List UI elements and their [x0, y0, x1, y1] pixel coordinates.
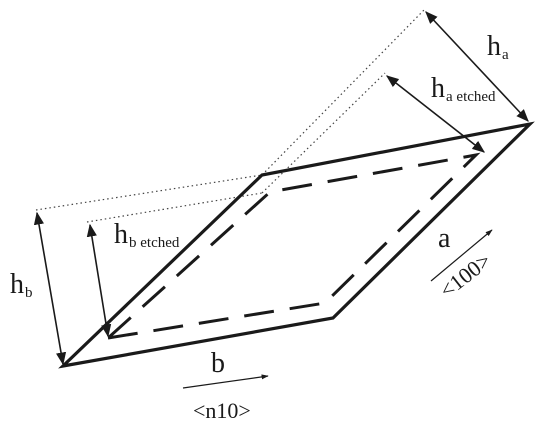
- etched-parallelogram: [103, 152, 481, 341]
- direction-arrow-n10: [182, 374, 269, 389]
- label-direction-100: <100>: [435, 248, 496, 303]
- arrow-ha: [425, 11, 529, 122]
- label-edge-b: b: [211, 348, 225, 379]
- label-direction-n10: <n10>: [193, 398, 251, 423]
- dotted-lines: [35, 9, 425, 223]
- arrow-hb-etched: [86, 223, 112, 338]
- dotted-line-hb-etched-top: [86, 192, 263, 223]
- label-h-b: hb: [10, 269, 33, 301]
- dotted-line-ha-etched-diagonal: [261, 72, 386, 194]
- label-edge-a: a: [438, 223, 451, 254]
- arrow-hb: [33, 211, 67, 366]
- label-h-b-etched: hb etched: [114, 219, 180, 251]
- direction-arrow-100: [430, 229, 493, 282]
- outer-parallelogram: [58, 121, 535, 369]
- dotted-line-hb-top: [35, 174, 263, 211]
- arrow-ha-etched: [385, 75, 486, 153]
- label-h-a: ha: [487, 31, 509, 63]
- label-h-a-etched: ha etched: [431, 73, 496, 105]
